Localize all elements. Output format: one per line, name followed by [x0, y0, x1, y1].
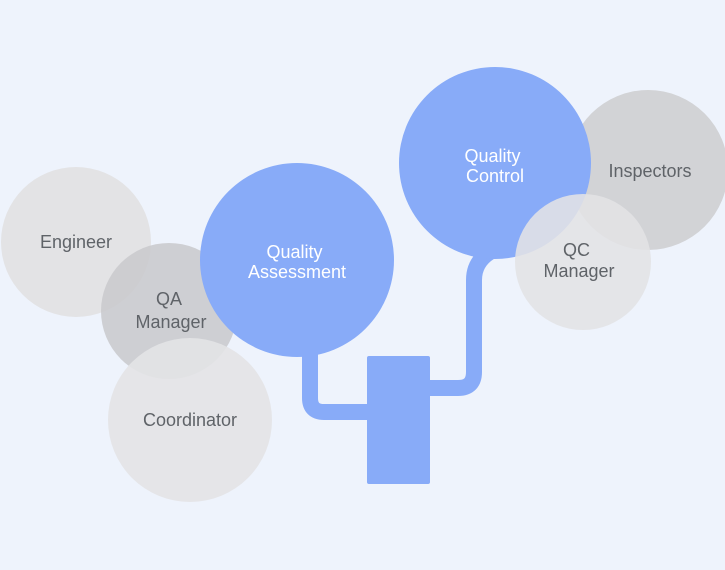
connectors: [302, 244, 498, 484]
role-label-qa-manager: QA Manager: [135, 289, 206, 332]
role-label-coordinator: Coordinator: [143, 410, 237, 430]
role-label-qc-manager: QC Manager: [543, 240, 614, 281]
hub-label-quality-control: Quality Control: [464, 146, 525, 186]
role-label-engineer: Engineer: [40, 232, 112, 252]
role-label-inspectors: Inspectors: [608, 161, 691, 181]
connector-quality-control: [420, 244, 498, 396]
hub-label-quality-assessment: Quality Assessment: [248, 242, 346, 282]
connector-quality-assessment: [302, 322, 380, 420]
role-circle-qc-manager: QC Manager: [515, 194, 651, 330]
role-circle-coordinator: Coordinator: [108, 338, 272, 502]
hub-circle-quality-assessment: Quality Assessment: [200, 163, 394, 357]
central-pillar: [367, 356, 430, 484]
